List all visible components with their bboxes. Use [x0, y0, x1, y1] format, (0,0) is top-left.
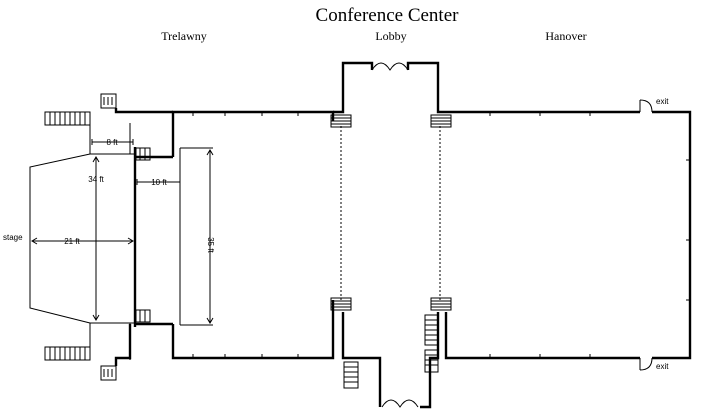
partition-pocket-sw: [330, 297, 352, 311]
stage-label: stage: [3, 233, 23, 242]
trelawny-room: [135, 110, 335, 360]
stair-icon-bottom: [100, 365, 117, 381]
stage-stairs-top: [44, 111, 91, 126]
stage-width-dimension: 21 ft: [64, 237, 80, 246]
stage-dimensions: 8 ft 34 ft 21 ft stage: [3, 138, 134, 321]
hanover-room: [444, 99, 692, 371]
platform-step-top: [135, 147, 151, 161]
stage-stairs-bottom: [44, 346, 91, 361]
stage-side-dimension: 8 ft: [106, 138, 118, 147]
room-label-lobby: Lobby: [375, 29, 406, 43]
exit-label-bottom: exit: [656, 362, 669, 371]
room-label-trelawny: Trelawny: [161, 29, 207, 43]
room-label-hanover: Hanover: [545, 29, 586, 43]
partition-pocket-se: [430, 297, 452, 311]
platform-length-dimension: 35 ft: [206, 237, 215, 253]
partition-pocket-ne: [430, 114, 452, 128]
stage-depth-dimension: 34 ft: [88, 175, 104, 184]
platform-step-bottom: [135, 309, 151, 323]
plan-title: Conference Center: [316, 5, 460, 26]
exit-label-top: exit: [656, 97, 669, 106]
lobby-room: [330, 61, 452, 409]
platform-dimensions: 10 ft 35 ft: [136, 147, 215, 326]
platform-width-dimension: 10 ft: [151, 178, 167, 187]
stair-icon-top: [100, 93, 117, 109]
stage: [29, 93, 173, 381]
partition-pocket-nw: [330, 114, 352, 128]
lobby-stairs-right: [424, 314, 439, 373]
lobby-stairs-left: [343, 361, 359, 389]
